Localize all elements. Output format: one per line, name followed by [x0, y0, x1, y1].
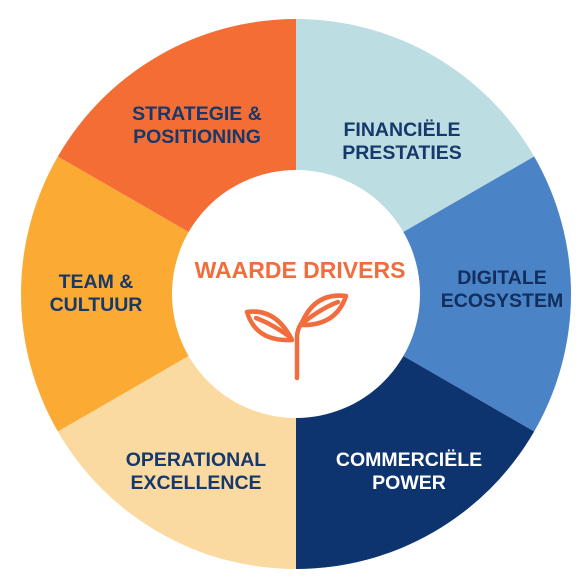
- segment-label-line: POWER: [372, 472, 446, 494]
- segment-label-line: OPERATIONAL: [126, 449, 267, 471]
- segment-label-line: POSITIONING: [133, 126, 261, 148]
- segment-label-line: EXCELLENCE: [130, 472, 261, 494]
- segment-label-line: PRESTATIES: [342, 142, 462, 164]
- segment-label-team-cultuur: TEAM &CULTUUR: [50, 271, 143, 316]
- segment-label-line: COMMERCIËLE: [336, 448, 482, 471]
- segment-label-line: DIGITALE: [457, 267, 547, 289]
- segment-label-line: CULTUUR: [50, 294, 143, 316]
- segment-digitale-ecosystem: [296, 156, 572, 432]
- center-title: WAARDE DRIVERS: [195, 257, 406, 283]
- segment-team-cultuur: [20, 156, 296, 432]
- segment-label-line: FINANCIËLE: [344, 118, 461, 141]
- segment-label-line: TEAM &: [59, 271, 134, 293]
- segment-label-strategie-positioning: STRATEGIE &POSITIONING: [132, 103, 262, 148]
- segment-label-line: STRATEGIE &: [132, 103, 262, 125]
- segment-label-line: ECOSYSTEM: [441, 290, 563, 312]
- center-circle: [172, 170, 420, 418]
- sprout-icon: [244, 293, 349, 381]
